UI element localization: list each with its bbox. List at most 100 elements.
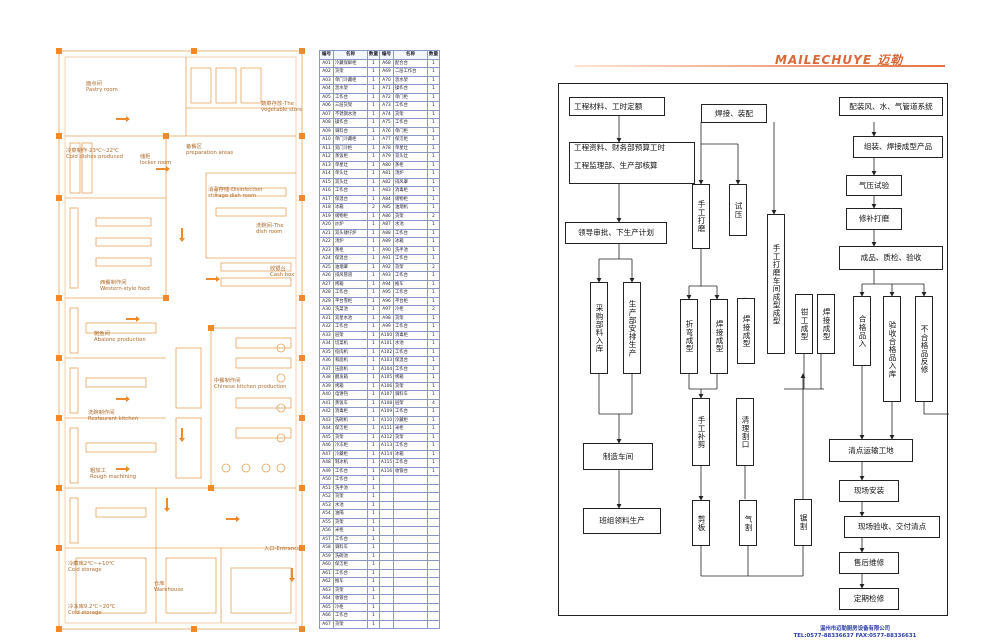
table-cell: A42 [319, 407, 334, 417]
table-cell [393, 619, 428, 629]
table-cell: 1 [427, 364, 440, 374]
column-header: 名称 [393, 50, 428, 60]
table-cell: 1 [427, 203, 440, 213]
table-cell: 汤炉 [333, 237, 368, 247]
table-cell: A102 [379, 347, 394, 357]
table-cell: A33 [319, 330, 334, 340]
table-cell [379, 594, 394, 604]
table-cell: 1 [367, 619, 380, 629]
table-cell: 1 [367, 432, 380, 442]
table-cell: 1 [427, 220, 440, 230]
table-cell: 调料车 [393, 390, 428, 400]
table-cell: 1 [427, 449, 440, 459]
table-cell: 蒸饭车 [333, 398, 368, 408]
table-cell: A61 [319, 568, 334, 578]
table-cell: 1 [367, 577, 380, 587]
table-cell: 工作台 [393, 101, 428, 111]
table-cell: 1 [367, 407, 380, 417]
table-cell: A88 [379, 228, 394, 238]
table-cell: A103 [379, 356, 394, 366]
table-cell: 1 [367, 296, 380, 306]
table-cell: 保洁柜 [333, 424, 368, 434]
table-header-row: 编号 名称 数量 编号 名称 数量 [319, 50, 440, 60]
table-cell: A37 [319, 364, 334, 374]
table-cell: 工作台 [333, 92, 368, 102]
table-cell [379, 619, 394, 629]
table-cell: 1 [427, 92, 440, 102]
table-cell: 1 [367, 254, 380, 264]
table-cell: 工作台 [393, 458, 428, 468]
table-cell: 储物柜 [333, 211, 368, 221]
table-cell: A73 [379, 101, 394, 111]
table-cell: A82 [379, 177, 394, 187]
flow-node-vertical: 试压 [729, 184, 747, 236]
table-cell: 1 [367, 390, 380, 400]
flow-node-vertical: 生产部安排生产 [623, 282, 641, 374]
table-cell: 1 [367, 543, 380, 553]
table-cell: A20 [319, 220, 334, 230]
flow-node-text: 工程资料、财务部预算工时 [574, 143, 666, 152]
flow-node-vertical: 手工补剪 [692, 398, 710, 466]
table-cell: 货架 [333, 67, 368, 77]
table-cell: 1 [367, 356, 380, 366]
table-cell: A23 [319, 245, 334, 255]
table-cell: A35 [319, 347, 334, 357]
flow-node: 清点运输工地 [829, 439, 913, 462]
table-cell: 1 [367, 339, 380, 349]
table-cell: A97 [379, 305, 394, 315]
flow-node-text: 工程监理部、生产部核算 [574, 161, 658, 170]
table-cell: 1 [427, 288, 440, 298]
flow-node: 领导审批、下生产计划 [565, 222, 667, 244]
table-cell [379, 543, 394, 553]
table-cell: 工作台 [393, 347, 428, 357]
table-cell: A21 [319, 228, 334, 238]
table-cell [379, 517, 394, 527]
flow-node: 配装风、水、气管道系统 [839, 97, 943, 116]
table-cell: 1 [367, 466, 380, 476]
table-cell: 1 [367, 398, 380, 408]
company-name: 温州市迈勒厨房设备有限公司 [819, 626, 891, 632]
table-cell: 1 [367, 509, 380, 519]
column-header: 数量 [427, 50, 440, 60]
table-cell [393, 551, 428, 561]
table-cell: A83 [379, 186, 394, 196]
table-cell: 操作台 [393, 84, 428, 94]
table-cell: A91 [379, 254, 394, 264]
table-cell: 推车 [333, 577, 368, 587]
table-cell: 冷藏柜 [333, 449, 368, 459]
flow-node: 气压试验 [846, 175, 902, 196]
table-cell: 1 [367, 169, 380, 179]
table-cell: 双头矮仔炉 [333, 228, 368, 238]
flow-node-vertical: 折弯成型 [680, 299, 698, 374]
table-cell: 1 [427, 84, 440, 94]
table-cell: A46 [319, 441, 334, 451]
table-cell: A99 [379, 322, 394, 332]
table-cell: 配合台 [393, 58, 428, 68]
table-cell [393, 577, 428, 587]
flow-node-vertical: 焊接成型 [710, 299, 728, 374]
table-cell: 消毒柜 [393, 186, 428, 196]
table-cell: 1 [367, 262, 380, 272]
table-cell: 工作台 [393, 364, 428, 374]
table-cell: A92 [379, 262, 394, 272]
table-cell [427, 526, 440, 536]
table-cell: A76 [379, 126, 394, 136]
table-cell [393, 560, 428, 570]
table-cell: 单星灶 [393, 143, 428, 153]
